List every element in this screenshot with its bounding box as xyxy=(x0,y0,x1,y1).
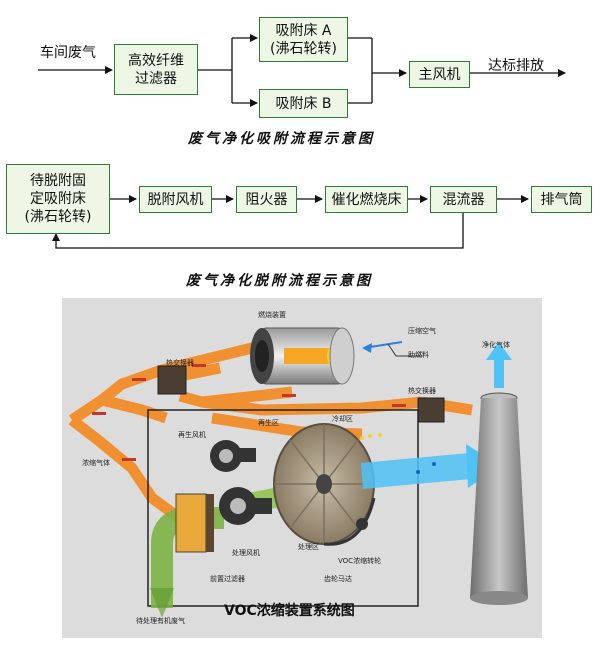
regen-fan xyxy=(210,440,256,472)
label-heat-exchanger-right: 热交换器 xyxy=(408,387,436,395)
label-auxiliary-fuel: 助燃料 xyxy=(408,351,429,359)
label-concentrated-gas: 浓缩气体 xyxy=(82,459,110,467)
label-pre-filter: 前置过滤器 xyxy=(210,575,245,583)
flame-arrester-box: 阻火器 xyxy=(236,186,297,213)
catalytic-burner-label: 催化燃烧床 xyxy=(331,191,402,208)
bed-b-label: 吸附床 B xyxy=(275,95,332,112)
label-heat-exchanger-left: 热交换器 xyxy=(166,359,194,367)
bed-a-line2: (沸石轮转) xyxy=(270,40,337,57)
voc-concentration-wheel xyxy=(273,423,376,546)
voc-illustration xyxy=(68,327,528,618)
flow-connectors xyxy=(38,34,566,249)
desorb-bed-line3: (沸石轮转) xyxy=(24,209,92,225)
bed-a-line1: 吸附床 A xyxy=(275,22,332,39)
label-process-fan: 处理风机 xyxy=(232,549,260,557)
label-process-zone: 处理区 xyxy=(298,543,319,551)
label-clean-gas: 净化气体 xyxy=(482,341,510,349)
desorption-bed-box: 待脱附固 定吸附床 (沸石轮转) xyxy=(6,164,110,234)
flame-arrester-label: 阻火器 xyxy=(245,191,288,208)
desorption-title: 废气净化脱附流程示意图 xyxy=(186,273,373,289)
gear-motor-shape xyxy=(356,518,368,530)
mixer-box: 混流器 xyxy=(430,186,497,213)
heat-exchanger-left-block xyxy=(157,365,187,395)
label-regen-fan: 再生风机 xyxy=(178,431,206,439)
adsorption-bed-a-box: 吸附床 A (沸石轮转) xyxy=(259,17,348,62)
heat-exchanger-right-block xyxy=(417,397,445,423)
adsorption-bed-b-box: 吸附床 B xyxy=(259,89,348,118)
fiber-filter-box: 高效纤维 过滤器 xyxy=(114,44,198,95)
voc-enclosure xyxy=(147,409,419,607)
catalytic-burner-box: 催化燃烧床 xyxy=(325,186,408,213)
input-label: 车间废气 xyxy=(40,45,96,61)
fiber-filter-line2: 过滤器 xyxy=(135,70,177,87)
label-compressed-air: 压缩空气 xyxy=(408,327,436,335)
desorb-bed-line2: 定吸附床 xyxy=(30,191,86,207)
label-cooling-zone: 冷却区 xyxy=(332,415,353,423)
duct-flow-markers xyxy=(92,364,406,461)
exhaust-stack-box: 排气筒 xyxy=(531,186,592,213)
label-combustion: 燃烧装置 xyxy=(258,311,286,319)
regen-flow-dots xyxy=(360,433,382,440)
pre-filter xyxy=(175,493,214,553)
exhaust-stack-label: 排气筒 xyxy=(540,191,583,208)
exhaust-chimney xyxy=(470,392,528,605)
output-label: 达标排放 xyxy=(488,58,544,74)
label-voc-wheel: VOC浓缩转轮 xyxy=(338,557,382,565)
desorb-bed-line1: 待脱附固 xyxy=(30,173,86,189)
main-fan-label: 主风机 xyxy=(418,66,461,83)
label-gear-motor: 齿轮马达 xyxy=(324,575,352,583)
desorb-fan-label: 脱附风机 xyxy=(147,191,204,208)
adsorption-title: 废气净化吸附流程示意图 xyxy=(188,131,375,147)
label-regen-zone: 再生区 xyxy=(258,419,279,427)
voc-system-caption: VOC浓缩装置系统图 xyxy=(224,603,355,619)
combustion-device xyxy=(250,327,355,385)
main-fan-box: 主风机 xyxy=(409,61,470,88)
mixer-label: 混流器 xyxy=(442,191,485,208)
voc-system-panel: 燃烧装置 压缩空气 助燃料 净化气体 热交换器 热交换器 再生风机 再生区 冷却… xyxy=(62,298,542,638)
label-raw-gas: 待处理有机废气 xyxy=(136,617,185,625)
process-fan xyxy=(219,487,272,525)
desorb-fan-box: 脱附风机 xyxy=(139,186,212,213)
fiber-filter-line1: 高效纤维 xyxy=(128,52,184,69)
